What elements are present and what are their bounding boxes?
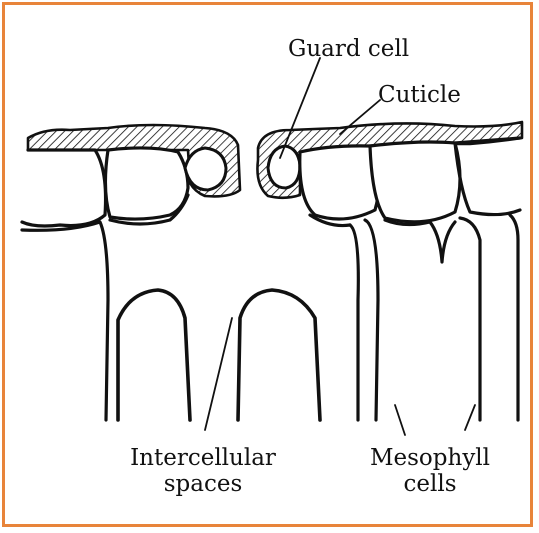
guard-cell-left	[185, 148, 226, 190]
spongy-arch-right	[238, 290, 320, 420]
label-mesophyll-line2: cells	[355, 471, 505, 497]
epidermal-cell-right-3	[455, 138, 520, 215]
epidermal-cell-left-1	[22, 150, 106, 226]
leader-mesophyll-1	[395, 405, 405, 435]
epidermal-cell-right-2	[370, 142, 460, 222]
epidermal-cell-right-1	[300, 146, 379, 219]
label-intercellular-line2: spaces	[114, 471, 292, 497]
epidermal-cell-left-2	[105, 148, 188, 219]
label-intercellular-spaces: Intercellular spaces	[114, 445, 292, 498]
leader-intercellular	[205, 318, 232, 430]
mesophyll-col-3	[430, 222, 455, 262]
mesophyll-col-4	[460, 218, 480, 420]
spongy-arch-left	[118, 290, 190, 420]
mesophyll-col-5	[510, 215, 518, 420]
label-intercellular-line1: Intercellular	[114, 445, 292, 471]
label-mesophyll-line1: Mesophyll	[355, 445, 505, 471]
label-guard-cell: Guard cell	[288, 36, 409, 62]
label-mesophyll-cells: Mesophyll cells	[355, 445, 505, 498]
label-cuticle: Cuticle	[378, 82, 461, 108]
mesophyll-col-2	[365, 220, 378, 420]
leader-mesophyll-2	[465, 405, 475, 430]
mesophyll-col-1	[350, 225, 358, 420]
left-cell-base	[22, 222, 108, 420]
guard-cell-right	[268, 146, 300, 188]
